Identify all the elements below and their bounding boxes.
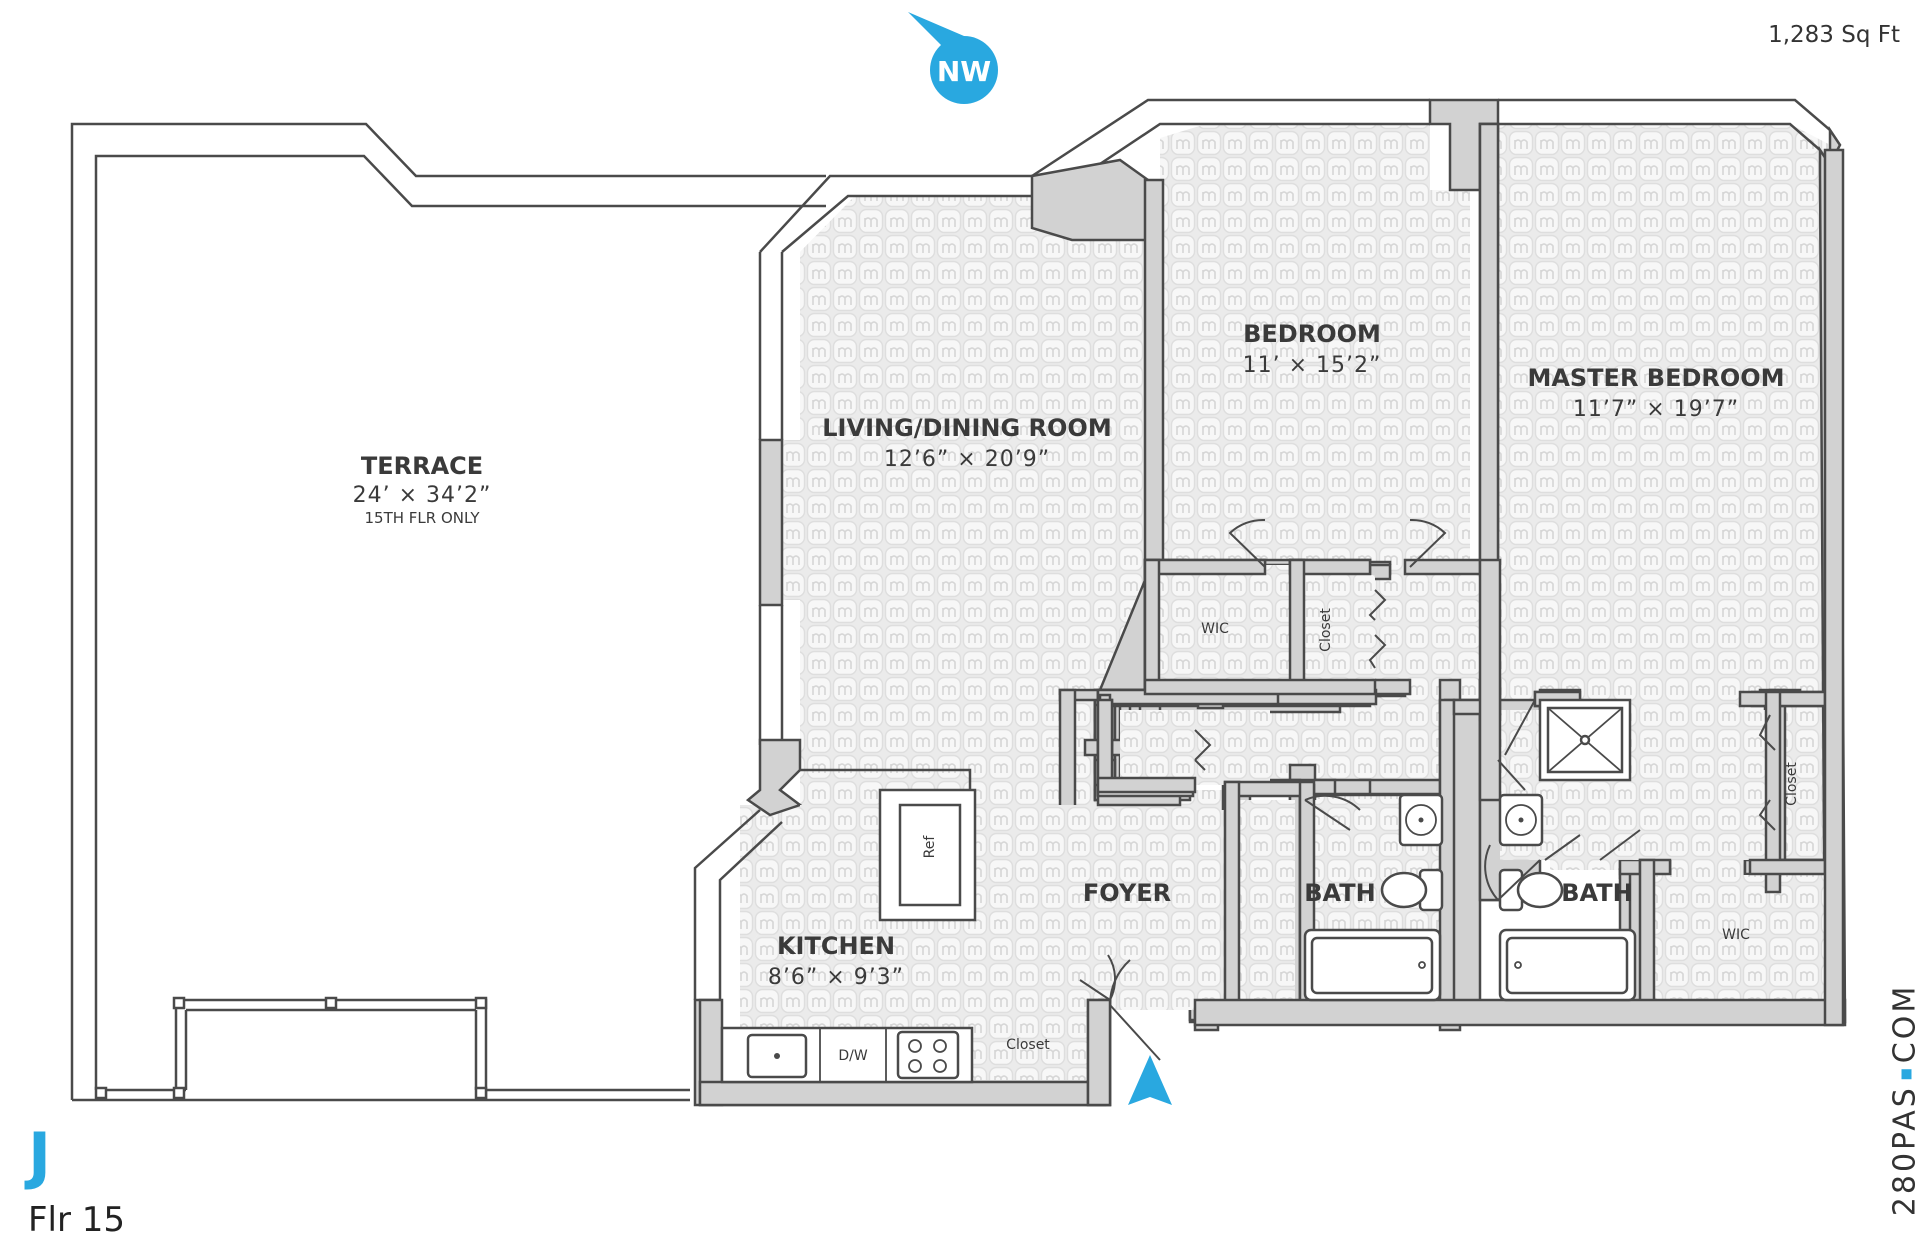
dw-label: D/W (838, 1048, 867, 1064)
kitchen (698, 768, 1117, 1107)
bath-1 (1303, 793, 1444, 1002)
brand-logo: 280PAS COM (1888, 984, 1920, 1216)
brand-left: 280PAS (1887, 1085, 1920, 1217)
wic-1-label: WIC (1201, 621, 1229, 637)
compass-north-arrow: NW (908, 12, 998, 104)
bath-2-name: BATH (1561, 879, 1632, 907)
foyer-name: FOYER (1083, 879, 1171, 907)
terrace-note: 15TH FLR ONLY (364, 509, 480, 527)
master-name: MASTER BEDROOM (1527, 364, 1784, 392)
ref-label: Ref (922, 835, 938, 859)
closet-master-label: Closet (1784, 762, 1800, 806)
floor-number: Flr 15 (28, 1200, 126, 1240)
total-area: 1,283 Sq Ft (1768, 22, 1900, 48)
bedroom-dims: 11’ × 15’2” (1243, 353, 1382, 378)
bath-2 (1498, 698, 1637, 1002)
bath-1-name: BATH (1304, 879, 1375, 907)
wic-2-label: WIC (1722, 927, 1750, 943)
kitchen-name: KITCHEN (777, 932, 895, 960)
closet-bedroom-label: Closet (1318, 608, 1334, 652)
brand-dot (1901, 1069, 1911, 1080)
brand-right: COM (1887, 983, 1920, 1064)
bedroom-closets (1143, 518, 1447, 696)
entry-arrow (1128, 1055, 1172, 1105)
closet-foyer-label: Closet (1006, 1037, 1050, 1053)
master-closets (1497, 699, 1776, 861)
foyer-closet (1096, 698, 1212, 794)
living-name: LIVING/DINING ROOM (822, 414, 1111, 442)
master-dims: 11’7” × 19’7” (1573, 397, 1739, 422)
terrace (70, 122, 826, 1102)
terrace-name: TERRACE (361, 452, 483, 480)
entry-door (1086, 959, 1161, 1107)
kitchen-dims: 8’6” × 9’3” (768, 965, 904, 990)
doors (1304, 794, 1541, 901)
room-labels: TERRACE 24’ × 34’2” 15TH FLR ONLY LIVING… (353, 320, 1800, 1064)
terrace-dims: 24’ × 34’2” (353, 483, 492, 508)
living-dims: 12’6” × 20’9” (884, 447, 1050, 472)
unit-letter: J (28, 1119, 52, 1192)
compass-label: NW (937, 55, 991, 88)
bedroom-name: BEDROOM (1243, 320, 1381, 348)
